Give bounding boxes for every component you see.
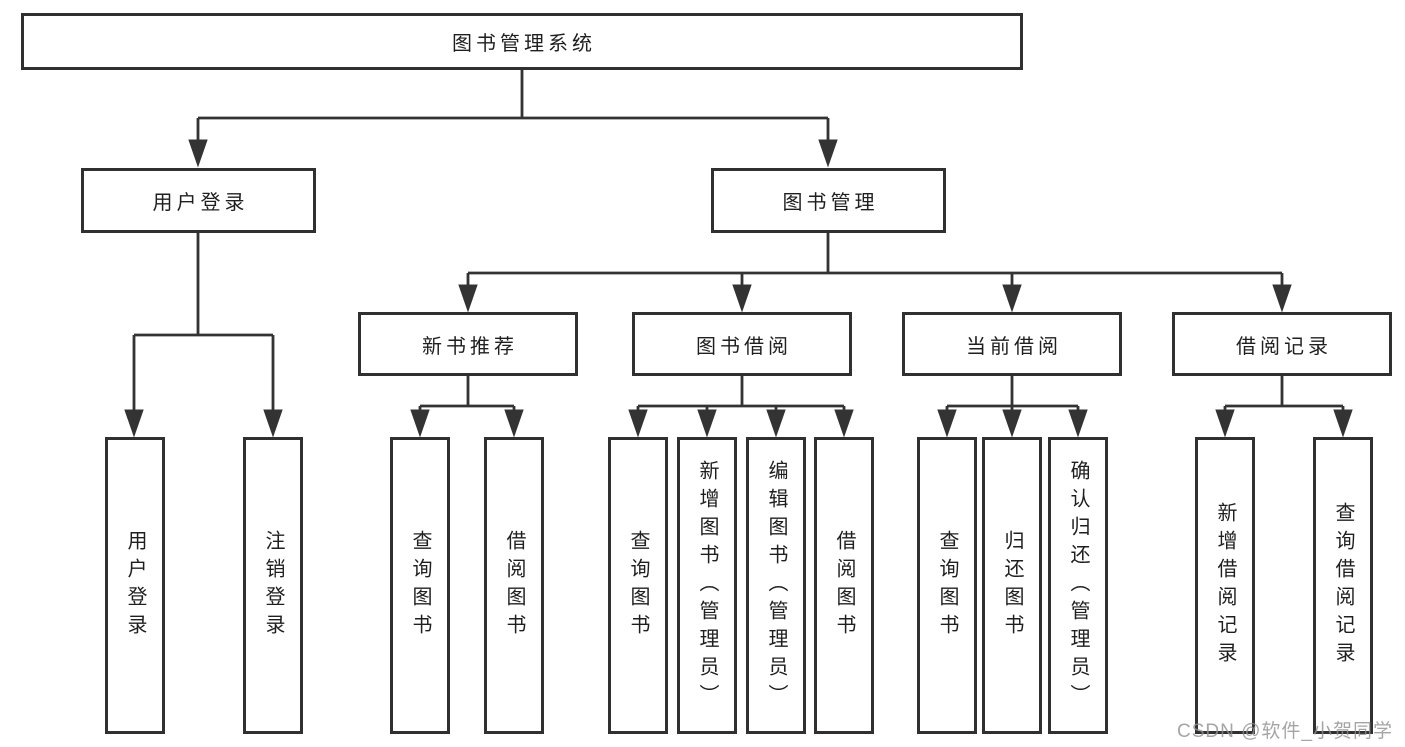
- leaf-record-add-borrow-record-label: 新增借阅记录: [1214, 501, 1236, 670]
- leaf-current-return-books: 归还图书: [982, 437, 1042, 734]
- node-user-login-label: 用户登录: [152, 192, 249, 214]
- leaf-logout: 注销登录: [243, 437, 303, 734]
- leaf-current-confirm-return-admin: 确认归还（管理员）: [1048, 437, 1108, 734]
- leaf-user-login-label: 用户登录: [124, 529, 146, 642]
- node-book-borrow: 图书借阅: [632, 312, 852, 376]
- leaf-recommend-borrow-books-label: 借阅图书: [503, 529, 525, 642]
- leaf-recommend-query-books-label: 查询图书: [409, 529, 431, 642]
- node-new-book-recommend-label: 新书推荐: [422, 335, 518, 358]
- leaf-borrow-add-books-admin-label: 新增图书（管理员）: [696, 459, 718, 712]
- node-book-management-label: 图书管理: [782, 192, 879, 214]
- node-borrow-record-label: 借阅记录: [1236, 335, 1332, 358]
- leaf-borrow-borrow-books-label: 借阅图书: [833, 529, 855, 642]
- node-book-borrow-label: 图书借阅: [696, 335, 792, 358]
- node-current-borrow-label: 当前借阅: [966, 335, 1062, 358]
- node-borrow-record: 借阅记录: [1172, 312, 1392, 376]
- leaf-current-query-books: 查询图书: [917, 437, 977, 734]
- leaf-borrow-edit-books-admin: 编辑图书（管理员）: [746, 437, 806, 734]
- leaf-recommend-borrow-books: 借阅图书: [484, 437, 544, 734]
- leaf-user-login: 用户登录: [105, 437, 165, 734]
- leaf-logout-label: 注销登录: [262, 529, 284, 642]
- node-user-login: 用户登录: [81, 168, 316, 233]
- leaf-record-add-borrow-record: 新增借阅记录: [1195, 437, 1255, 734]
- node-root: 图书管理系统: [21, 13, 1023, 70]
- leaf-borrow-borrow-books: 借阅图书: [814, 437, 874, 734]
- leaf-borrow-edit-books-admin-label: 编辑图书（管理员）: [765, 459, 787, 712]
- leaf-borrow-add-books-admin: 新增图书（管理员）: [677, 437, 737, 734]
- node-root-label: 图书管理系统: [452, 33, 596, 55]
- csdn-watermark: CSDN @软件_小贺同学: [1177, 721, 1393, 742]
- leaf-record-query-borrow-record: 查询借阅记录: [1313, 437, 1373, 734]
- leaf-record-query-borrow-record-label: 查询借阅记录: [1332, 501, 1354, 670]
- leaf-borrow-query-books-label: 查询图书: [627, 529, 649, 642]
- leaf-recommend-query-books: 查询图书: [390, 437, 450, 734]
- leaf-current-query-books-label: 查询图书: [936, 529, 958, 642]
- leaf-current-return-books-label: 归还图书: [1001, 529, 1023, 642]
- node-book-management: 图书管理: [711, 168, 946, 233]
- leaf-current-confirm-return-admin-label: 确认归还（管理员）: [1067, 459, 1089, 712]
- leaf-borrow-query-books: 查询图书: [608, 437, 668, 734]
- node-current-borrow: 当前借阅: [902, 312, 1122, 376]
- node-new-book-recommend: 新书推荐: [358, 312, 578, 376]
